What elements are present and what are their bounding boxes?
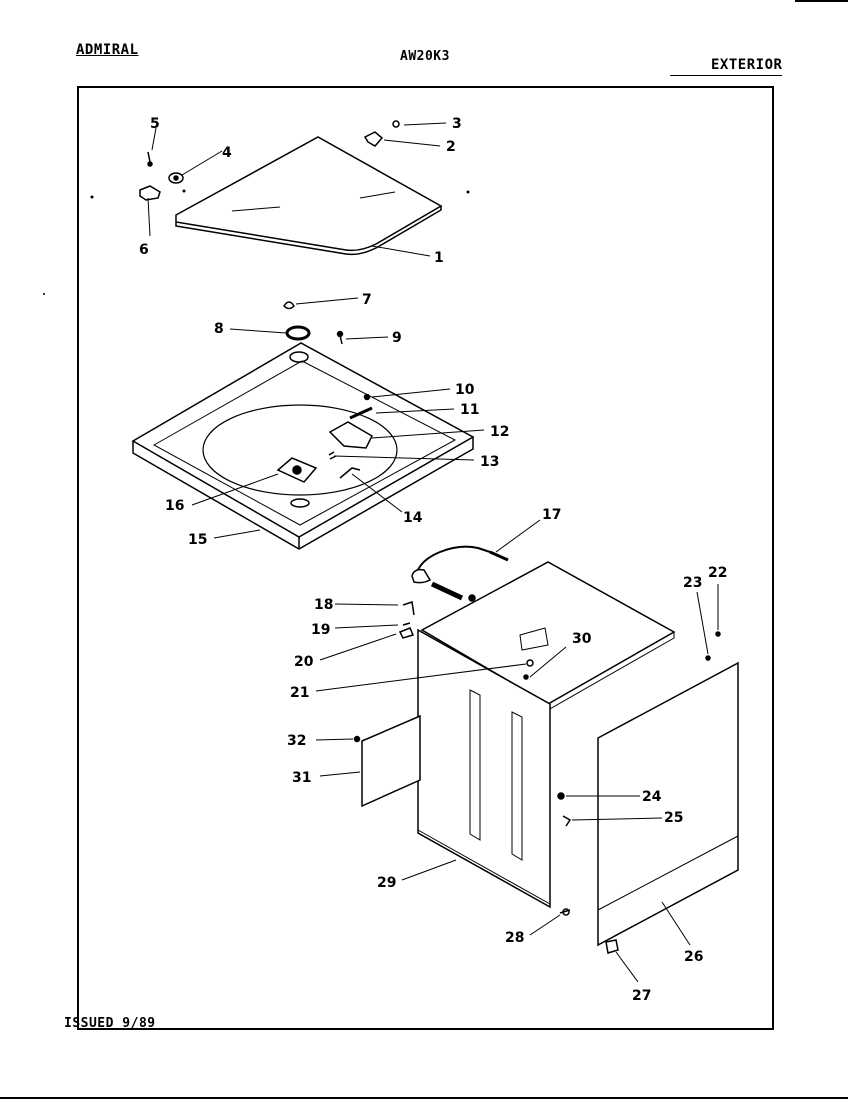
callout-30: 30 [572, 631, 592, 647]
part-screw-22 [715, 631, 721, 637]
callout-17: 17 [542, 507, 561, 523]
callout-1: 1 [434, 250, 444, 266]
callout-11: 11 [460, 402, 479, 418]
part-spring-11 [349, 406, 373, 420]
part-access-panel-31 [361, 714, 421, 808]
callout-20: 20 [294, 654, 314, 670]
part-clip-20 [398, 627, 415, 639]
part-bumper-7 [283, 301, 295, 310]
callout-22: 22 [708, 565, 727, 581]
part-lid-switch-12 [328, 421, 373, 449]
callout-31: 31 [292, 770, 311, 786]
callout-6: 6 [139, 242, 149, 258]
callout-29: 29 [377, 875, 396, 891]
part-top-lid-edge [175, 206, 442, 256]
section-title: EXTERIOR [711, 57, 783, 73]
callout-32: 32 [287, 733, 306, 749]
callout-25: 25 [664, 810, 683, 826]
callout-5: 5 [150, 116, 160, 132]
callout-10: 10 [455, 382, 475, 398]
callout-4: 4 [222, 145, 232, 161]
callout-7: 7 [362, 292, 372, 308]
callout-16: 16 [165, 498, 184, 514]
callout-2: 2 [446, 139, 456, 155]
part-wire-14 [339, 467, 361, 479]
callout-14: 14 [403, 510, 423, 526]
callout-24: 24 [642, 789, 662, 805]
callout-26: 26 [684, 949, 703, 965]
part-foot-27 [605, 939, 619, 954]
callout-18: 18 [314, 597, 333, 613]
callout-8: 8 [214, 321, 224, 337]
part-screw-9 [336, 330, 344, 345]
callout-12: 12 [490, 424, 509, 440]
callout-28: 28 [505, 930, 524, 946]
top-right-rule [795, 0, 848, 2]
part-ring-8 [285, 325, 311, 341]
part-hinge-bracket-6 [139, 185, 161, 201]
callout-19: 19 [311, 622, 330, 638]
part-screw-19 [402, 622, 411, 626]
part-hinge-4 [168, 172, 184, 184]
part-top-lid [175, 136, 443, 252]
part-screw-10 [363, 393, 371, 401]
part-screw-3 [392, 120, 400, 128]
part-power-cord-17 [415, 545, 491, 576]
diagram-frame [77, 86, 774, 1030]
brand-label: ADMIRAL [76, 42, 139, 58]
part-bracket-18 [402, 601, 415, 616]
part-screw-24 [557, 792, 565, 800]
part-hinge-pin-5 [147, 151, 153, 167]
part-clip-32 [353, 735, 361, 743]
callout-21: 21 [290, 685, 309, 701]
callout-15: 15 [188, 532, 207, 548]
bottom-rule [0, 1097, 848, 1099]
section-rule [670, 75, 782, 76]
issued-date: ISSUED 9/89 [64, 1016, 156, 1031]
model-number: AW20K3 [400, 49, 450, 64]
callout-23: 23 [683, 575, 702, 591]
part-screw-23 [705, 655, 711, 661]
part-screw-30 [523, 674, 529, 680]
part-clip-25 [562, 815, 572, 827]
part-hinge-2 [363, 131, 384, 147]
part-side-panel-26 [597, 661, 739, 947]
callout-9: 9 [392, 330, 402, 346]
callout-27: 27 [632, 988, 651, 1004]
callout-13: 13 [480, 454, 499, 470]
callout-3: 3 [452, 116, 462, 132]
part-tub-opening [202, 404, 398, 496]
part-screw-21 [526, 659, 534, 667]
